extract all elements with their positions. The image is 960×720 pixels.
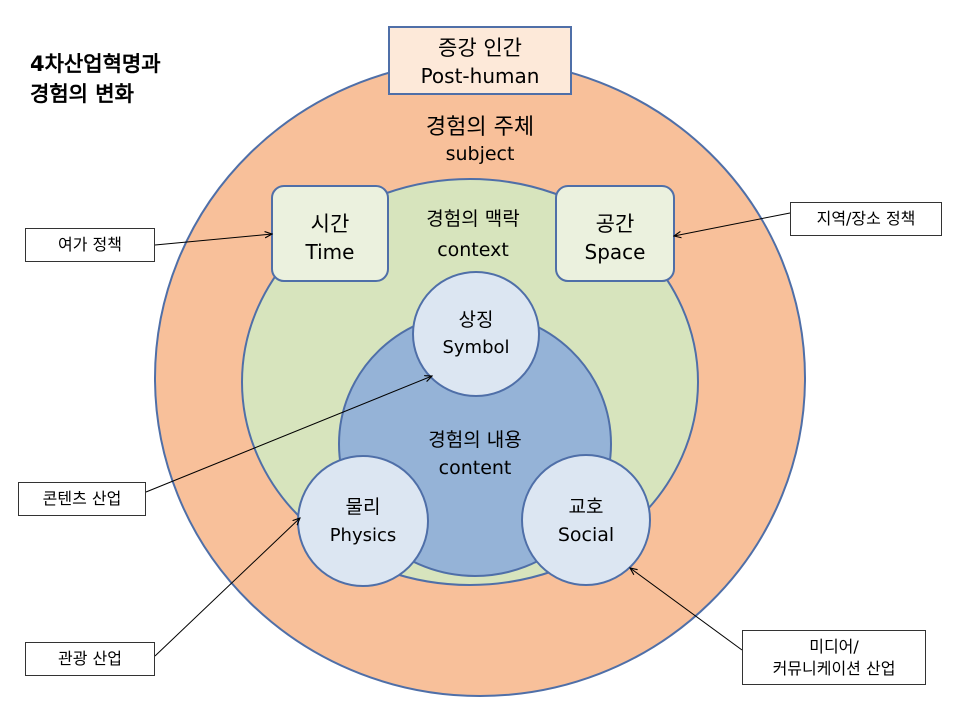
social-label-en: Social	[558, 524, 614, 546]
callout-content-industry: 콘텐츠 산업	[18, 482, 146, 516]
subject-label-en: subject	[446, 143, 515, 165]
callout-leisure-policy: 여가 정책	[25, 228, 155, 262]
callout-content-industry-label: 콘텐츠 산업	[42, 489, 122, 509]
physics-label-ko: 물리	[346, 496, 381, 518]
callout-region-policy: 지역/장소 정책	[790, 202, 942, 236]
arrow-leisure-to-time	[154, 234, 272, 246]
symbol-circle	[412, 271, 540, 397]
context-label-ko: 경험의 맥락	[426, 208, 519, 230]
post-human-box	[388, 26, 572, 95]
time-label-ko: 시간	[311, 212, 350, 236]
symbol-label-en: Symbol	[442, 337, 509, 358]
callout-region-policy-label: 지역/장소 정책	[816, 209, 916, 229]
content-label-en: content	[439, 457, 512, 479]
callout-tourism-industry-label: 관광 산업	[58, 649, 122, 669]
diagram-title-line-1: 4차산업혁명과	[30, 52, 161, 76]
social-label-ko: 교호	[569, 496, 604, 518]
time-label-en: Time	[305, 240, 355, 264]
social-circle	[521, 454, 651, 586]
post-human-label-en: Post-human	[421, 64, 540, 88]
context-label-en: context	[437, 239, 509, 261]
physics-circle	[297, 455, 429, 587]
subject-label-ko: 경험의 주체	[426, 115, 534, 140]
content-label-ko: 경험의 내용	[428, 429, 521, 451]
callout-media-industry-label-2: 커뮤니케이션 산업	[772, 658, 896, 678]
space-label-ko: 공간	[596, 212, 635, 236]
diagram-title-line-2: 경험의 변화	[30, 82, 134, 106]
callout-media-industry-label-1: 미디어/	[809, 636, 859, 656]
arrow-tourism-to-physics	[154, 518, 300, 657]
callout-tourism-industry: 관광 산업	[25, 642, 155, 676]
space-label-en: Space	[585, 240, 646, 264]
callout-leisure-policy-label: 여가 정책	[58, 235, 122, 255]
post-human-label-ko: 증강 인간	[438, 36, 522, 60]
physics-label-en: Physics	[330, 525, 397, 546]
callout-media-industry: 미디어/ 커뮤니케이션 산업	[742, 630, 926, 685]
symbol-label-ko: 상징	[459, 309, 494, 331]
arrow-region-to-space	[674, 212, 791, 236]
arrow-media-to-social	[630, 568, 743, 651]
arrow-content-to-symbol	[145, 376, 432, 493]
